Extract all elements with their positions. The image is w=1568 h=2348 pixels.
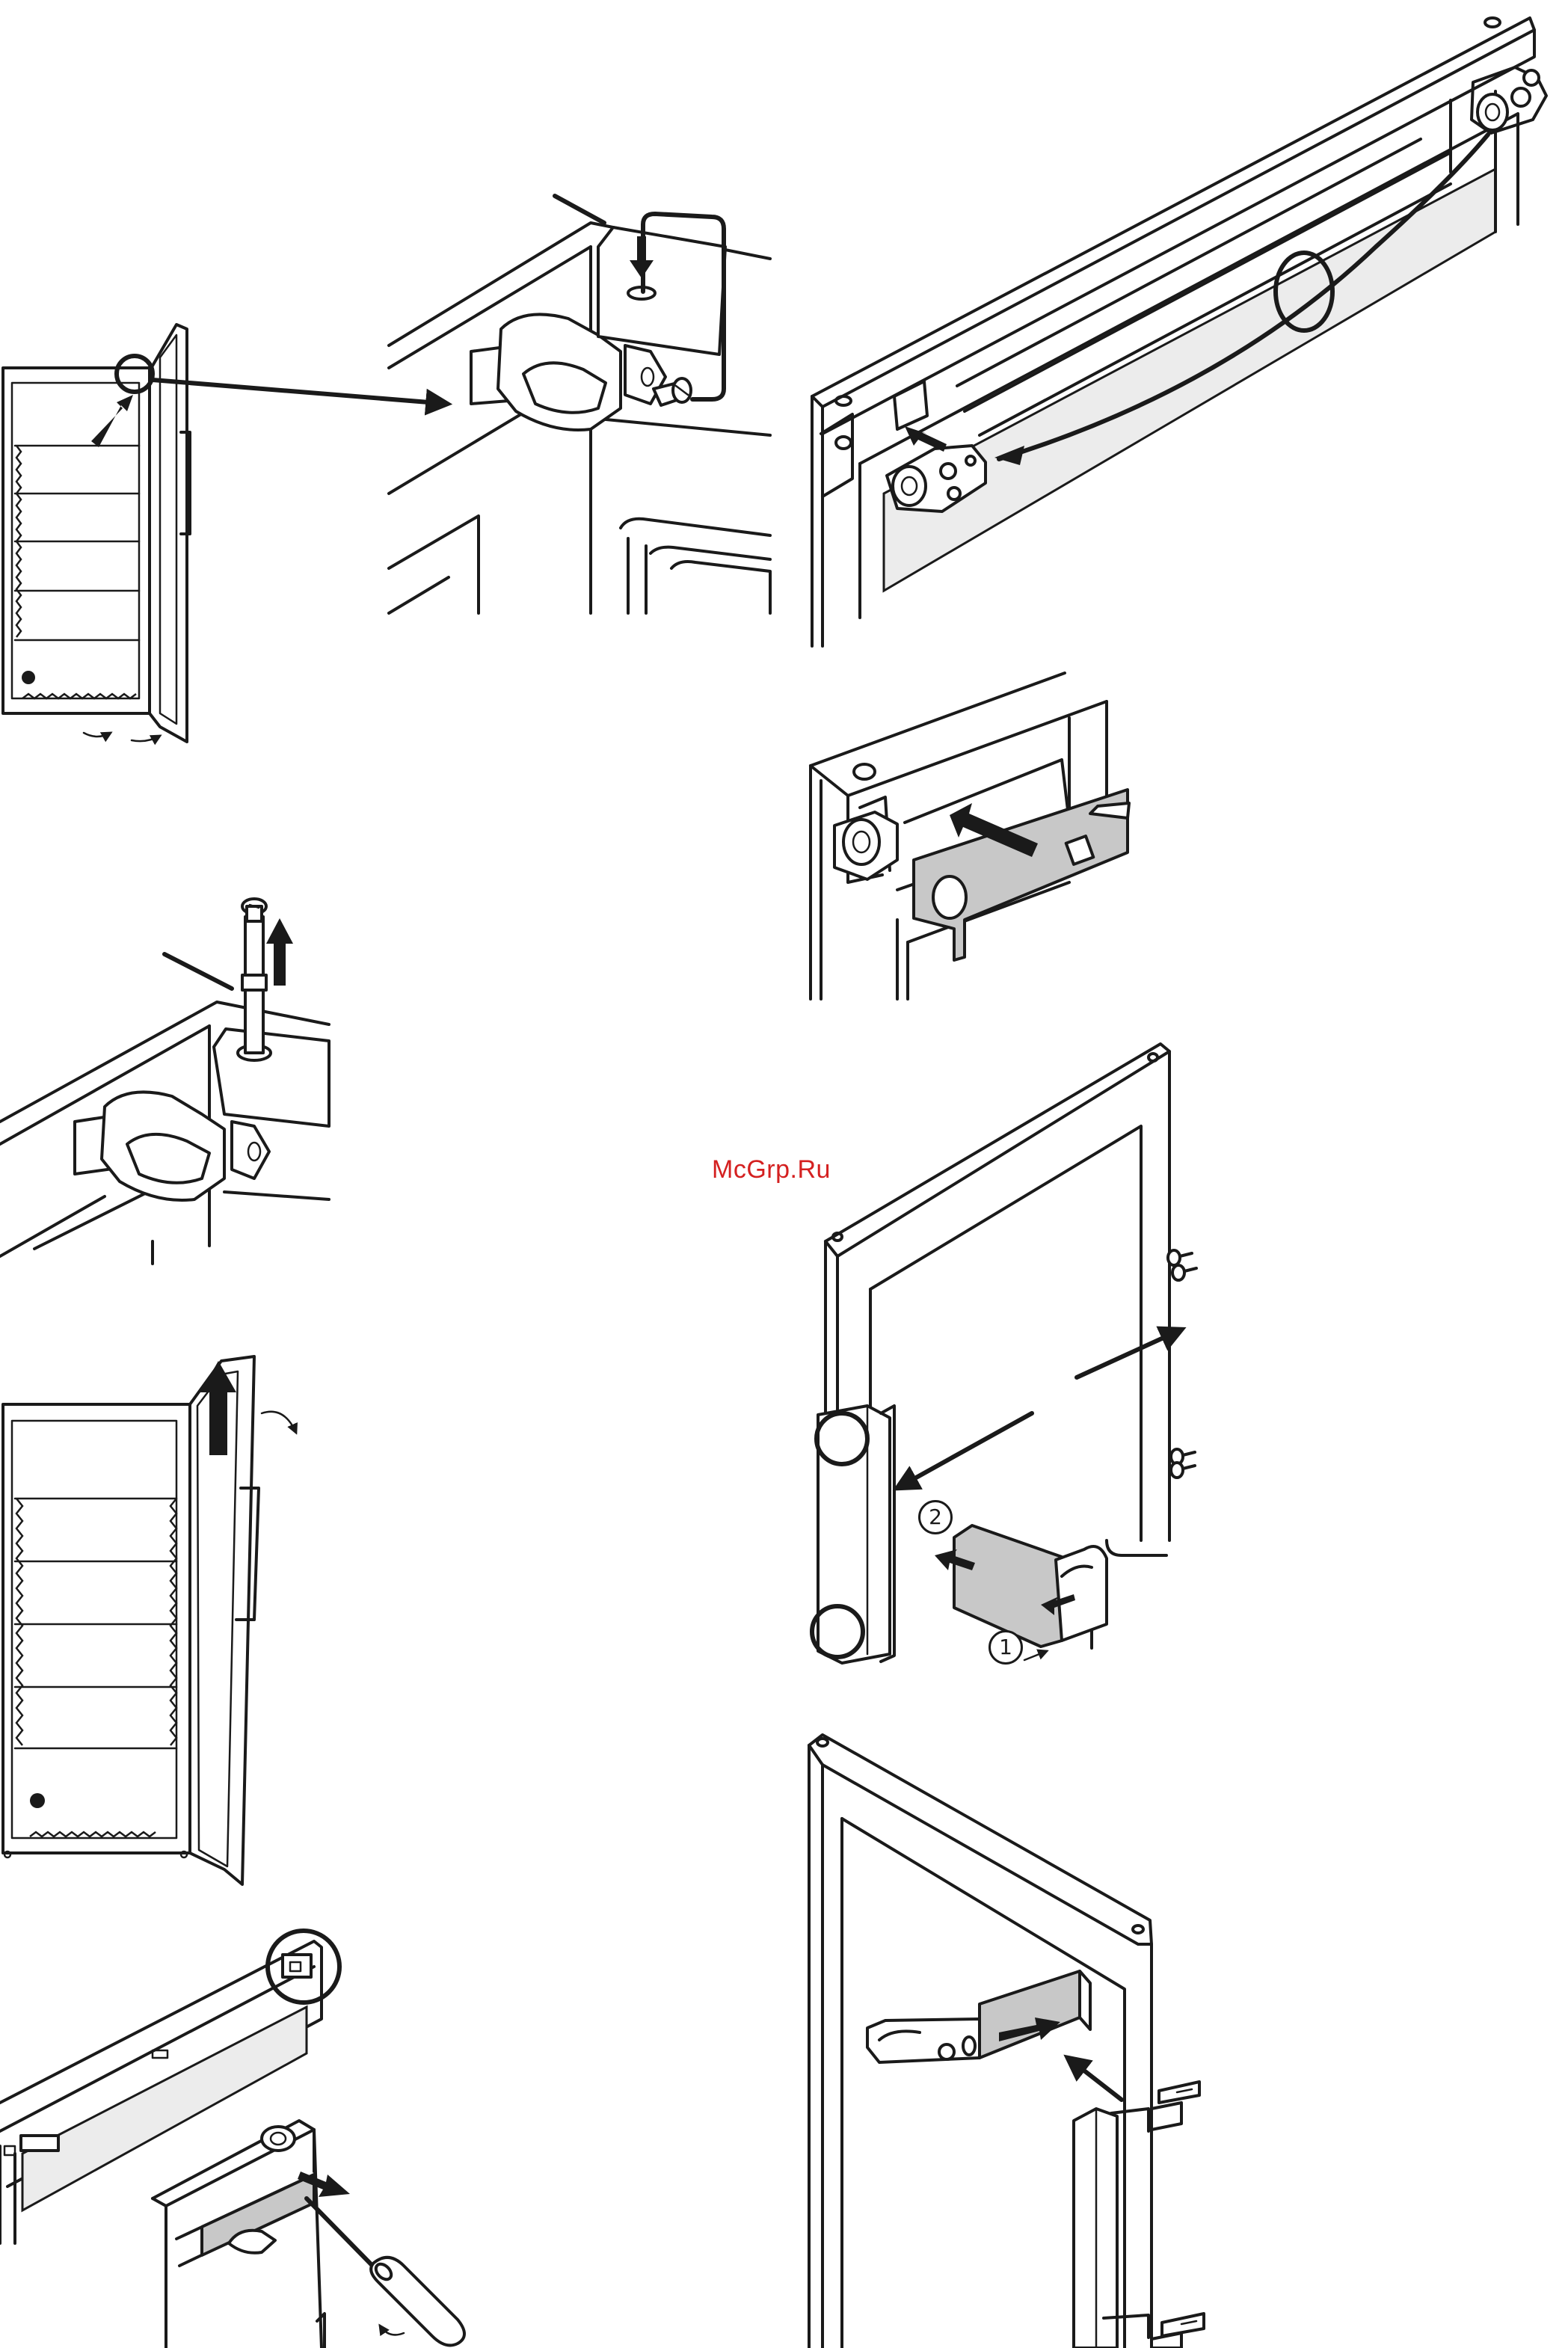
light-switch-icon [22,671,35,684]
panel-door-removal [3,1356,296,1884]
handle-profile [1074,2109,1149,2348]
light-switch-icon [30,1793,45,1808]
curved-arrow-icon [132,736,160,741]
arrow-icon [1068,2058,1122,2100]
arrow-icon [153,380,447,404]
arrow-icon [91,395,133,447]
screw-icon [1168,1250,1196,1478]
panel-door-handle-removal [812,1044,1196,1663]
panel-fridge-open-overview [3,325,447,742]
panel-screwdriver-cover [0,1931,464,2348]
step-number-1: 1 [989,1630,1023,1665]
screw-icon [654,378,691,405]
arrow-icon [1024,1651,1047,1660]
panel-top-frame-perspective [812,18,1546,646]
curved-arrow-icon [262,1412,296,1433]
arrow-icon [897,1413,1032,1488]
cover-plate [914,790,1129,960]
screwdriver-icon [307,2198,464,2345]
curved-arrow-icon [380,2326,404,2335]
arrow-icon [200,1361,236,1455]
handle-profile [818,1406,894,1663]
panel-cover-insertion [811,673,1129,999]
screw-icon [1152,2082,1204,2348]
watermark: McGrp.Ru [712,1155,831,1184]
panel-handle-fitting [809,1735,1204,2348]
panel-hinge-pin-removal [0,899,329,1264]
arrow-icon [266,918,293,986]
curved-arrow-icon [84,733,111,737]
step-number-2: 2 [918,1500,953,1534]
detail-circle-hinge [117,356,153,392]
handle-end-cap [954,1525,1107,1647]
hinge-bracket-icon [834,812,897,879]
arrow-icon [1077,1330,1181,1377]
